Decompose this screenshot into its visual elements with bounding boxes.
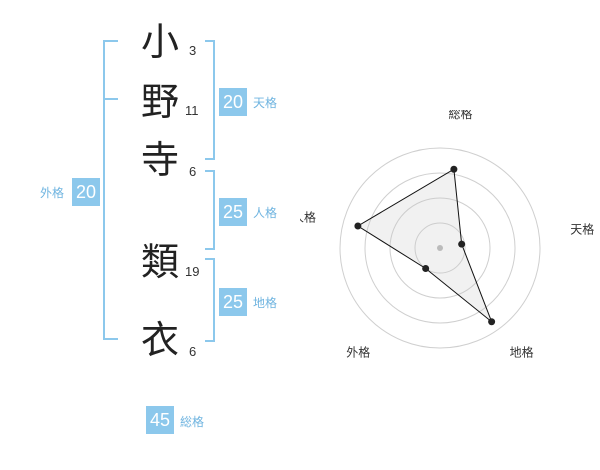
gaikaku-score: 20 (72, 178, 100, 206)
jinkaku-bracket-bottom (205, 248, 215, 250)
tenkaku-label: 天格 (253, 96, 278, 110)
radar-point-0 (450, 165, 458, 173)
chikaku-label: 地格 (253, 296, 278, 310)
radar-ring-1 (414, 222, 466, 274)
radar-point-1 (458, 240, 466, 248)
soukaku-score: 45 (146, 406, 174, 434)
radar-points (354, 165, 496, 326)
jinkaku-label: 人格 (253, 206, 278, 220)
radar-data-polygon (356, 168, 493, 324)
gaikaku-bracket-vertical (103, 40, 105, 340)
tenkaku-bracket-vertical (213, 40, 215, 160)
name-char-4: 類 (140, 240, 179, 284)
gaikaku-label: 外格 (40, 186, 65, 200)
name-char-3: 寺 (140, 138, 179, 182)
radar-ring-2 (389, 197, 491, 299)
tenkaku-score: 20 (219, 88, 247, 116)
name-char-1: 小 (140, 20, 179, 64)
radar-axis-label-3: 外格 (346, 345, 370, 360)
radar-center-dot (437, 245, 443, 251)
name-char-5: 衣 (140, 318, 179, 362)
radar-ring-4 (339, 147, 541, 349)
chikaku-bracket-vertical (213, 258, 215, 342)
soukaku-label: 総格 (180, 415, 205, 429)
radar-ring-3 (364, 172, 516, 324)
chikaku-bracket-bottom (205, 340, 215, 342)
jinkaku-bracket-top (205, 170, 215, 172)
tenkaku-bracket-bottom (205, 158, 215, 160)
radar-axis-label-4: 人格 (300, 209, 316, 224)
radar-axis-label-1: 天格 (570, 222, 594, 237)
radar-axis-label-2: 地格 (510, 345, 534, 360)
jinkaku-score: 25 (219, 198, 247, 226)
chikaku-bracket-top (205, 258, 215, 260)
gaikaku-bracket-middle (103, 98, 118, 100)
jinkaku-bracket-vertical (213, 170, 215, 250)
radar-axis-label-0: 総格 (448, 110, 472, 121)
name-char-2: 野 (140, 80, 179, 124)
radar-point-4 (354, 222, 362, 230)
stroke-count-5: 6 (189, 344, 197, 359)
stroke-count-1: 3 (189, 43, 197, 58)
gaikaku-bracket-top (103, 40, 118, 42)
radar-grid (339, 147, 541, 349)
stroke-count-2: 11 (185, 103, 199, 118)
tenkaku-bracket-top (205, 40, 215, 42)
radar-point-3 (422, 264, 430, 272)
stroke-count-3: 6 (189, 164, 197, 179)
stroke-count-4: 19 (185, 264, 200, 279)
gaikaku-bracket-bottom (103, 338, 118, 340)
chikaku-score: 25 (219, 288, 247, 316)
radar-point-2 (488, 318, 496, 326)
